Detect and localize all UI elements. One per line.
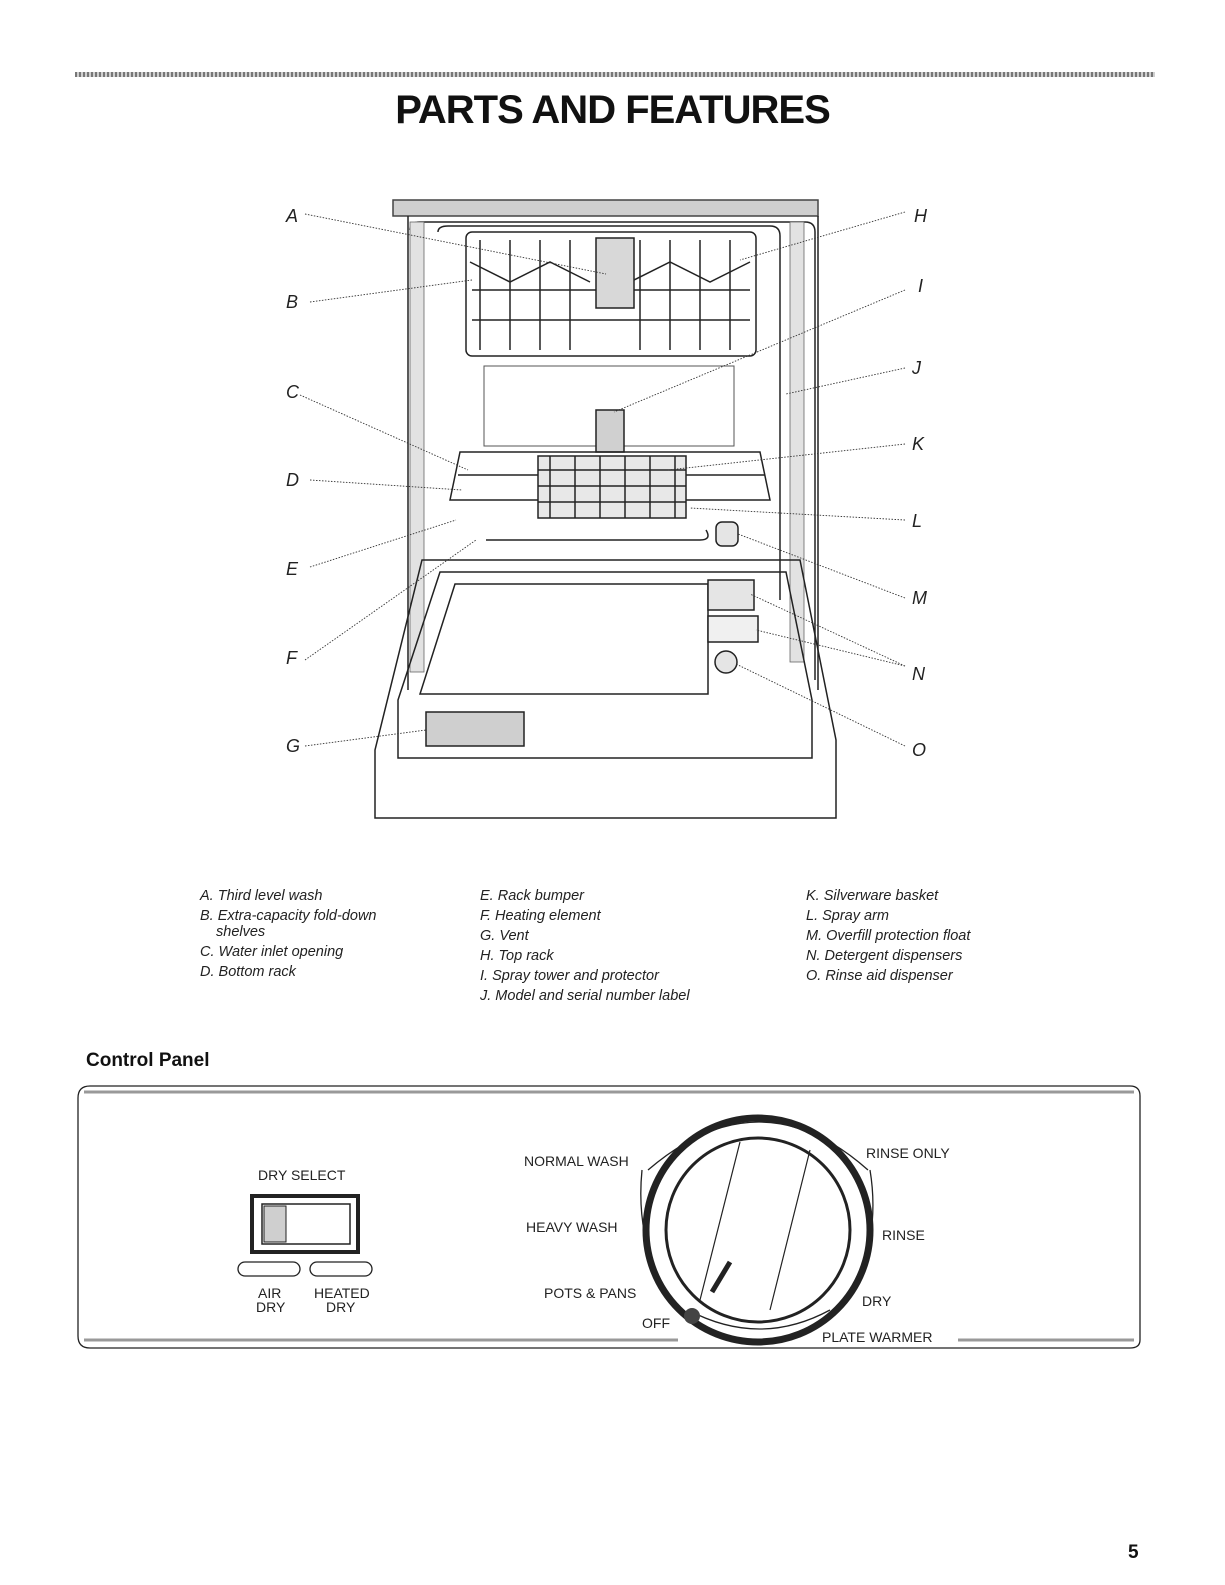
dry-indicator-lights [237,1261,373,1277]
parts-list-item: D. Bottom rack [200,964,296,980]
heated-dry-label-2: DRY [326,1299,356,1315]
callout-f: F [286,648,298,668]
heating-element [486,529,709,541]
callout-n: N [912,664,926,684]
silverware-basket [537,455,687,519]
dial-label-normal-wash: NORMAL WASH [524,1153,629,1169]
door [374,559,837,819]
callout-m: M [912,588,927,608]
air-dry-label: AIR [258,1285,281,1301]
callout-c: C [286,382,300,402]
dial-label-rinse: RINSE [882,1227,925,1243]
parts-list-item: J. Model and serial number label [480,988,690,1004]
dishwasher-diagram: A B C D E F G H I J K L M N O [285,199,928,819]
callout-h: H [914,206,928,226]
parts-list-item: K. Silverware basket [806,888,939,904]
parts-list-column-3: K. Silverware basket L. Spray arm M. Ove… [806,886,970,986]
top-rule [75,72,1155,77]
dial-label-off: OFF [642,1315,670,1331]
detergent-dispenser-1 [707,579,755,611]
bottom-rack [449,451,771,519]
parts-list-item: G. Vent [480,928,529,944]
off-indicator [684,1308,700,1324]
control-panel-heading: Control Panel [86,1050,210,1071]
top-strip [392,199,819,217]
parts-list-item: F. Heating element [480,908,601,924]
callout-a: A [285,206,298,226]
parts-list-item: L. Spray arm [806,908,889,924]
parts-list-column-1: A. Third level wash B. Extra-capacity fo… [200,886,377,982]
parts-list-item: M. Overfill protection float [806,928,971,944]
dial-label-pots-pans: POTS & PANS [544,1285,636,1301]
parts-list-item: shelves [216,924,266,940]
callout-d: D [286,470,299,490]
air-dry-light [237,1261,301,1277]
parts-list-item: C. Water inlet opening [200,944,344,960]
parts-list-item: N. Detergent dispensers [806,948,963,964]
callout-b: B [286,292,298,312]
parts-list-item: E. Rack bumper [480,888,584,904]
parts-list-item: H. Top rack [480,948,554,964]
page-number: 5 [1128,1542,1139,1563]
heated-dry-light [309,1261,373,1277]
tub-outline [407,216,819,690]
page-title: PARTS AND FEATURES [395,88,831,132]
dial-label-plate-warmer: PLATE WARMER [822,1329,932,1345]
parts-list-item: I. Spray tower and protector [480,968,659,984]
callout-e: E [286,559,299,579]
air-dry-label-2: DRY [256,1299,286,1315]
callout-k: K [912,434,925,454]
callout-l: L [912,511,922,531]
dial-label-rinse-only: RINSE ONLY [866,1145,950,1161]
callout-i: I [918,276,923,296]
spray-tower [595,409,625,453]
callout-o: O [912,740,926,760]
dry-select-label: DRY SELECT [258,1167,346,1183]
overfill-float [715,521,739,547]
panel-outline [77,1085,1141,1349]
heated-dry-label: HEATED [314,1285,370,1301]
parts-list-item: O. Rinse aid dispenser [806,968,953,984]
cycle-dial[interactable] [640,1114,874,1346]
dry-select-switch[interactable] [250,1194,360,1254]
parts-list-item: A. Third level wash [200,888,323,904]
vent [425,711,525,747]
detergent-dispenser-2 [707,615,759,643]
dial-label-heavy-wash: HEAVY WASH [526,1219,618,1235]
parts-list-item: B. Extra-capacity fold-down [200,908,377,924]
dial-label-dry: DRY [862,1293,892,1309]
parts-list-column-2: E. Rack bumper F. Heating element G. Ven… [480,886,690,1006]
callout-g: G [286,736,300,756]
callout-j: J [911,358,922,378]
rinse-aid-dispenser [714,650,738,674]
